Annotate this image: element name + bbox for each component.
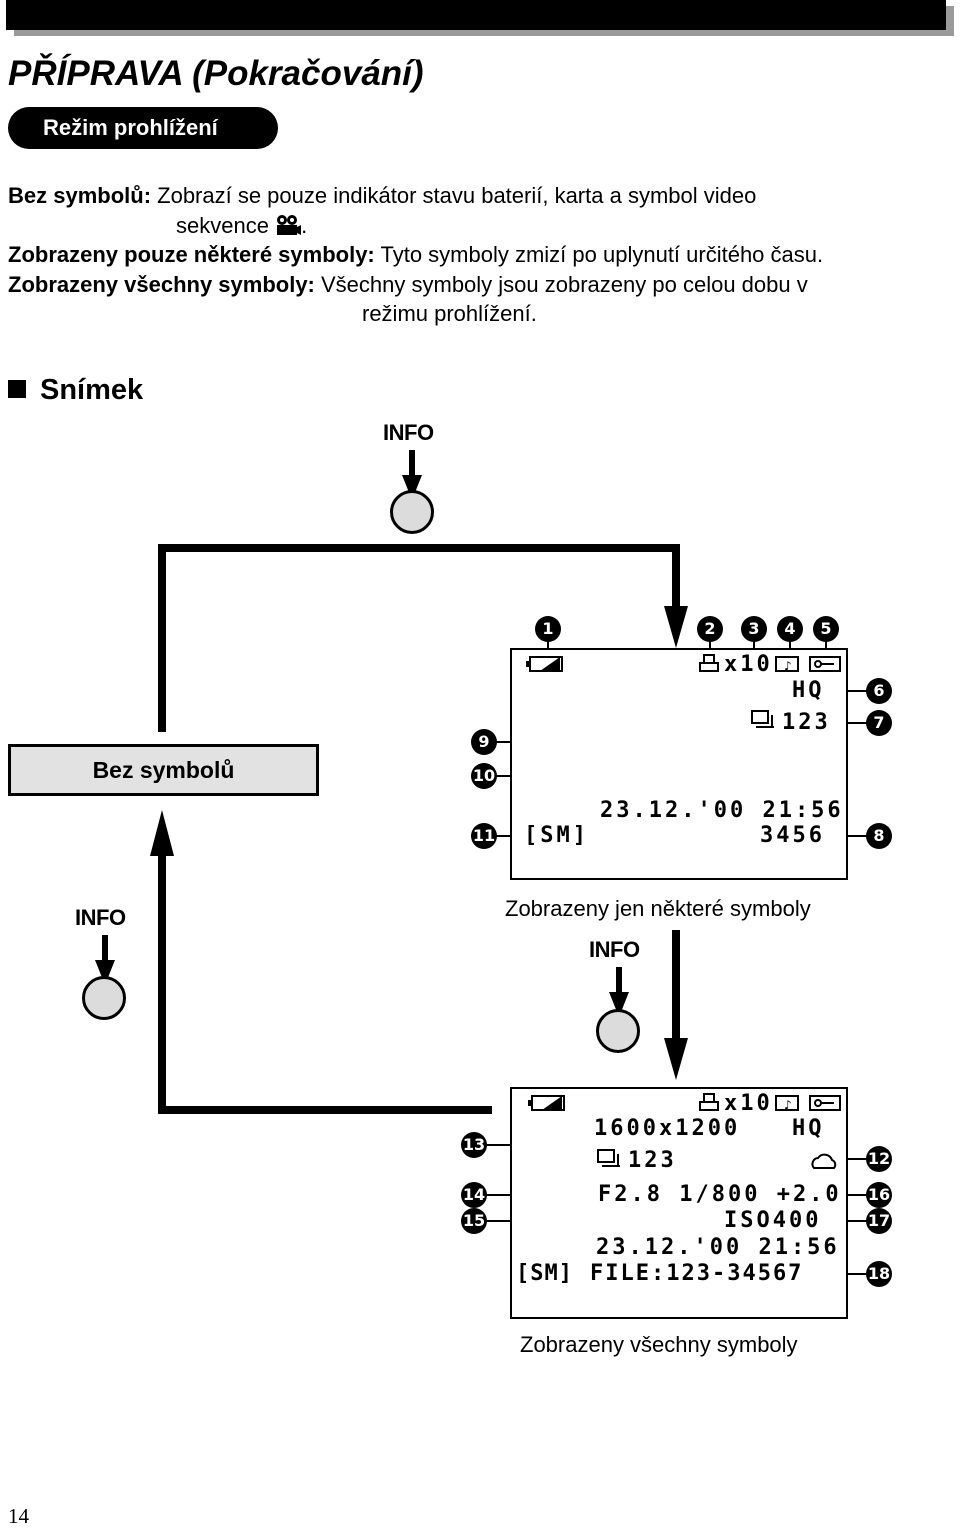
- screen2-resolution: 1600x1200: [594, 1116, 741, 1141]
- mode-label: Režim prohlížení: [8, 107, 278, 149]
- movie-camera-icon: [277, 215, 302, 235]
- header-bar: [6, 0, 946, 30]
- callout-12: 12: [866, 1146, 892, 1172]
- caption-all-symbols: Zobrazeny všechny symboly: [520, 1332, 798, 1357]
- screen2-iso: ISO400: [724, 1208, 822, 1233]
- screen2-datetime: 23.12.'00 21:56: [596, 1235, 840, 1260]
- screen2-exposure: F2.8 1/800 +2.0: [598, 1182, 842, 1207]
- info-label-left: INFO: [75, 905, 126, 930]
- screen2-card: [SM]: [516, 1261, 573, 1286]
- description-line-1: Bez symbolů: Zobrazí se pouze indikátor …: [8, 183, 757, 208]
- term-no-symbols: Bez symbolů:: [8, 183, 152, 208]
- no-symbols-box: Bez symbolů: [8, 744, 319, 796]
- callout-15: 15: [461, 1208, 487, 1234]
- page-number: 14: [8, 1504, 29, 1528]
- description-line-2: sekvence .: [176, 213, 308, 238]
- description-line-4: Zobrazeny všechny symboly: Všechny symbo…: [8, 272, 808, 297]
- screen2-sequence: 123: [628, 1148, 677, 1173]
- screen2-file: FILE:123-34567: [590, 1261, 804, 1286]
- screen2-quality: HQ: [792, 1116, 825, 1141]
- info-button-left[interactable]: [82, 976, 126, 1020]
- screen1-print-count: x10: [724, 652, 773, 677]
- screen1-frame-number: 3456: [760, 823, 825, 848]
- section-heading: Snímek: [8, 374, 143, 407]
- callout-8: 8: [866, 823, 892, 849]
- square-bullet-icon: [8, 380, 26, 398]
- callout-10: 10: [471, 763, 497, 789]
- callout-18: 18: [866, 1261, 892, 1287]
- description-line-3: Zobrazeny pouze některé symboly: Tyto sy…: [8, 242, 824, 267]
- callout-7: 7: [866, 710, 892, 736]
- info-label-top: INFO: [383, 420, 434, 445]
- screen1-sequence: 123: [782, 710, 831, 735]
- screen1-datetime: 23.12.'00 21:56: [600, 798, 844, 823]
- screen1-quality: HQ: [792, 678, 825, 703]
- term-some-symbols: Zobrazeny pouze některé symboly:: [8, 242, 375, 267]
- callout-16: 16: [866, 1182, 892, 1208]
- callout-17: 17: [866, 1208, 892, 1234]
- callout-3: 3: [741, 616, 767, 642]
- screen1-card: [SM]: [524, 823, 589, 848]
- term-all-symbols: Zobrazeny všechny symboly:: [8, 272, 315, 297]
- callout-2: 2: [697, 616, 723, 642]
- description-line-5: režimu prohlížení.: [362, 301, 537, 326]
- screen2-print-count: x10: [724, 1091, 773, 1116]
- callout-13: 13: [461, 1132, 487, 1158]
- caption-some-symbols: Zobrazeny jen některé symboly: [505, 896, 811, 921]
- info-button-top[interactable]: [390, 490, 434, 534]
- screen-all-symbols: [510, 1087, 848, 1319]
- callout-9: 9: [471, 729, 497, 755]
- page-title: PŘÍPRAVA (Pokračování): [8, 54, 424, 93]
- callout-4: 4: [777, 616, 803, 642]
- callout-14: 14: [461, 1182, 487, 1208]
- info-button-middle[interactable]: [596, 1009, 640, 1053]
- screen-some-symbols: [510, 648, 848, 880]
- callout-1: 1: [535, 616, 561, 642]
- callout-11: 11: [471, 823, 497, 849]
- callout-6: 6: [866, 678, 892, 704]
- info-label-middle: INFO: [589, 937, 640, 962]
- callout-5: 5: [813, 616, 839, 642]
